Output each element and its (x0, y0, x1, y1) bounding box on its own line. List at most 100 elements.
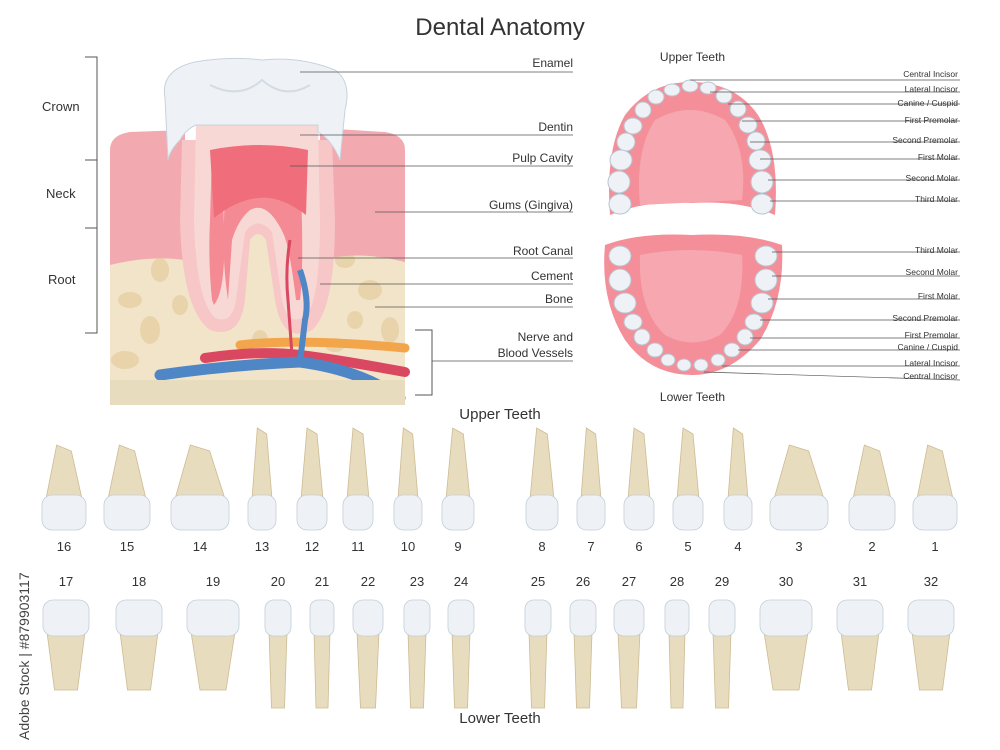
lower-tooth-21 (309, 599, 335, 709)
lower-tooth-21-root (313, 631, 331, 709)
upper-tooth-1-crown (912, 494, 958, 531)
upper-tooth-12 (296, 427, 328, 531)
upper-tooth-16-crown (41, 494, 87, 531)
upper-tooth-5-root (676, 427, 700, 500)
tooth-number-21: 21 (314, 574, 330, 589)
upper-tooth-10 (393, 427, 423, 531)
lower-tooth-27-root (617, 631, 641, 709)
lower-tooth-23 (403, 599, 431, 709)
upper-tooth-5-crown (672, 494, 704, 531)
label-dentin: Dentin (538, 120, 573, 134)
label-lower-jaw: Lower Teeth (659, 390, 726, 404)
lower-tooth-20 (264, 599, 292, 709)
upper-tooth-13-root (251, 427, 273, 500)
tooth-number-9: 9 (454, 539, 462, 554)
lower-jaw-label-central-incisor: Central Incisor (903, 371, 958, 381)
upper-tooth-7-root (580, 427, 602, 500)
lower-tooth-18-crown (115, 599, 163, 637)
upper-tooth-15 (103, 444, 151, 531)
lower-jaw-label-lateral-incisor: Lateral Incisor (904, 358, 958, 368)
lower-jaw-label-canine: Canine / Cuspid (897, 342, 958, 352)
lower-tooth-18 (115, 599, 163, 691)
upper-jaw-label-lateral-incisor: Lateral Incisor (904, 84, 958, 94)
label-gums: Gums (Gingiva) (488, 198, 573, 212)
lower-tooth-21-crown (309, 599, 335, 637)
upper-tooth-16 (41, 444, 87, 531)
lower-tooth-17-root (46, 631, 86, 691)
label-root: Root (48, 272, 76, 287)
side-brackets (85, 56, 433, 396)
tooth-number-32: 32 (923, 574, 939, 589)
upper-tooth-1 (912, 444, 958, 531)
lower-tooth-30-crown (759, 599, 813, 637)
label-lower-teeth-row: Lower Teeth (459, 710, 541, 727)
lower-tooth-27-crown (613, 599, 645, 637)
lower-jaw (604, 234, 783, 375)
label-neck: Neck (46, 186, 76, 201)
upper-tooth-6-root (627, 427, 651, 500)
lower-tooth-22-crown (352, 599, 384, 637)
lower-tooth-31 (836, 599, 884, 691)
lower-tooth-29-crown (708, 599, 736, 637)
gum-right (320, 128, 405, 262)
upper-tooth-10-root (397, 427, 419, 500)
upper-jaw (607, 79, 776, 215)
label-cement: Cement (530, 269, 573, 283)
tooth-number-18: 18 (131, 574, 147, 589)
tooth-cross-section (110, 57, 410, 405)
upper-jaw-label-second-premolar: Second Premolar (892, 135, 958, 145)
label-pulp-cavity: Pulp Cavity (512, 151, 573, 165)
tooth-number-28: 28 (669, 574, 685, 589)
tooth-number-20: 20 (270, 574, 286, 589)
tooth-number-7: 7 (587, 539, 595, 554)
lower-tooth-19-crown (186, 599, 240, 637)
upper-tooth-4 (723, 427, 753, 531)
upper-tooth-5 (672, 427, 704, 531)
lower-tooth-29 (708, 599, 736, 709)
tooth-number-27: 27 (621, 574, 637, 589)
tooth-number-13: 13 (254, 539, 270, 554)
upper-tooth-6 (623, 427, 655, 531)
upper-tooth-11-root (346, 427, 370, 500)
watermark: Adobe Stock | #879903117 (16, 572, 32, 740)
upper-tooth-15-root (107, 444, 147, 500)
lower-tooth-22 (352, 599, 384, 709)
lower-tooth-26-crown (569, 599, 597, 637)
upper-jaw-label-second-molar: Second Molar (905, 173, 958, 183)
lower-tooth-32-root (911, 631, 951, 691)
upper-tooth-4-crown (723, 494, 753, 531)
lower-tooth-20-crown (264, 599, 292, 637)
upper-jaw-label-third-molar: Third Molar (915, 194, 958, 204)
lower-jaw-label-first-molar: First Molar (917, 291, 958, 301)
upper-tooth-8-crown (525, 494, 559, 531)
tooth-number-10: 10 (400, 539, 416, 554)
lower-jaw-label-third-molar: Third Molar (915, 245, 958, 255)
upper-tooth-3 (769, 444, 829, 531)
upper-tooth-10-crown (393, 494, 423, 531)
upper-tooth-14-crown (170, 494, 230, 531)
lower-tooth-18-root (119, 631, 159, 691)
upper-tooth-12-root (300, 427, 324, 500)
tooth-number-1: 1 (931, 539, 939, 554)
tooth-number-4: 4 (734, 539, 742, 554)
tooth-number-26: 26 (575, 574, 591, 589)
upper-tooth-2-root (852, 444, 892, 500)
lower-jaw-label-second-molar: Second Molar (905, 267, 958, 277)
upper-tooth-11-crown (342, 494, 374, 531)
upper-row-teeth (41, 427, 958, 531)
upper-tooth-2 (848, 444, 896, 531)
upper-tooth-3-crown (769, 494, 829, 531)
upper-tooth-9-root (445, 427, 471, 500)
lower-tooth-28 (664, 599, 690, 709)
tooth-number-12: 12 (304, 539, 320, 554)
upper-tooth-9 (441, 427, 475, 531)
label-upper-teeth-row: Upper Teeth (459, 406, 541, 423)
tooth-number-14: 14 (192, 539, 208, 554)
lower-tooth-31-root (840, 631, 880, 691)
upper-tooth-14-root (174, 444, 226, 500)
lower-tooth-23-root (407, 631, 427, 709)
lower-tooth-26 (569, 599, 597, 709)
upper-tooth-3-root (773, 444, 825, 500)
lower-tooth-22-root (356, 631, 380, 709)
